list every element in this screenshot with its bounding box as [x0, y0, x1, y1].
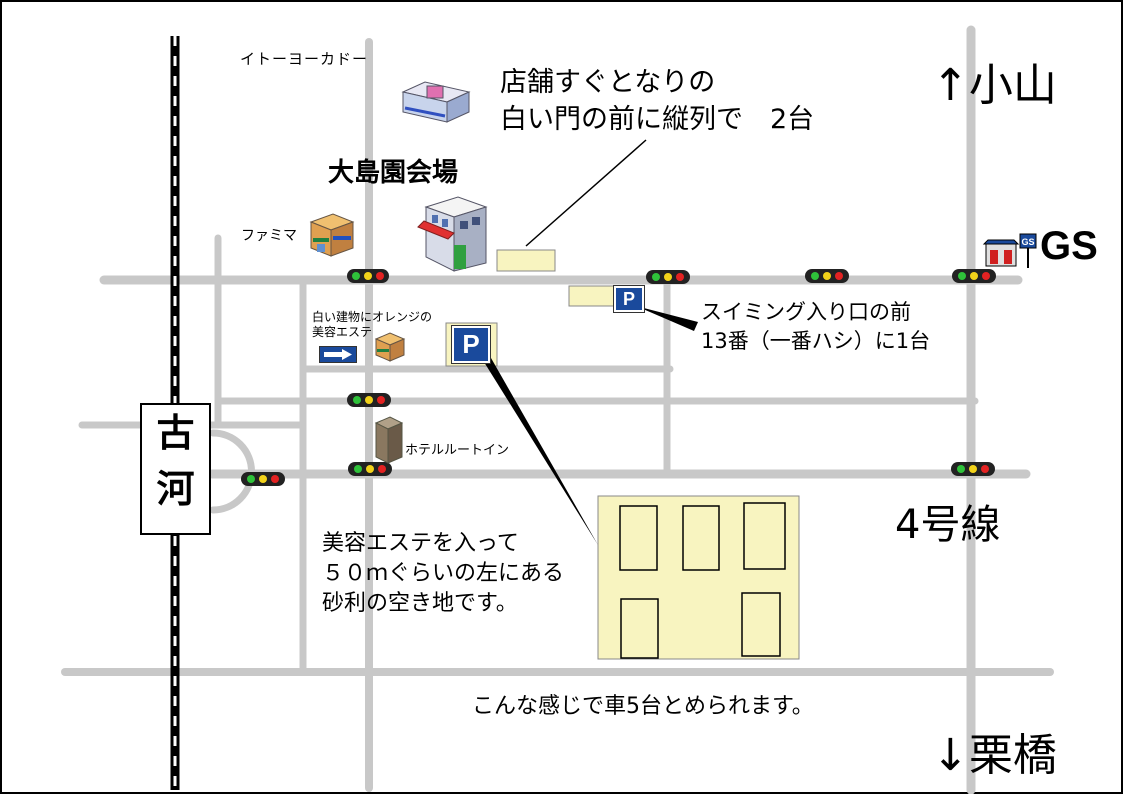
beauty-salon-label: 白い建物にオレンジの 美容エステ	[312, 310, 433, 339]
traffic-light-icon	[952, 269, 996, 283]
parking-area-venue	[496, 249, 556, 272]
venue-label: 大島園会場	[328, 158, 459, 188]
parking-sign-icon: P	[451, 325, 491, 364]
ito-yokado-building-icon	[401, 81, 471, 123]
pointer-lines	[484, 139, 698, 545]
gravel-lot-note: 美容エステを入って ５０ｍぐらいの左にある 砂利の空き地です。	[322, 531, 565, 616]
road-network	[61, 25, 1054, 794]
parking-sign-icon: P	[613, 285, 645, 313]
parking-car-slots	[619, 502, 786, 659]
traffic-light-icon	[646, 270, 690, 284]
pointer-swimming-note	[636, 306, 698, 331]
famima-store-icon	[309, 213, 355, 257]
car-slot-5	[741, 592, 781, 657]
right-arrow-icon	[319, 346, 357, 363]
car-slot-2	[682, 505, 720, 571]
parking-area-swimming	[568, 285, 615, 307]
gas-station-label: GS	[1040, 224, 1098, 268]
ito-yokado-label: イトーヨーカドー	[240, 50, 369, 68]
traffic-light-icon	[347, 393, 391, 407]
hotel-label: ホテルルートイン	[405, 443, 510, 458]
svg-text:GS: GS	[1021, 237, 1034, 247]
direction-kurihashi-label: ↓栗橋	[932, 730, 1057, 781]
venue-building-icon	[417, 196, 488, 272]
station-char-2: 河	[156, 467, 195, 511]
pointer-gravel-note	[484, 358, 598, 545]
capacity-note: こんな感じで車5台とめられます。	[472, 694, 814, 719]
pointer-venue-note	[525, 139, 647, 247]
station-loop-road	[209, 429, 255, 514]
gas-station-icon: GS	[982, 233, 1037, 268]
swimming-parking-note: スイミング入り口の前 13番（一番ハシ）に1台	[701, 300, 931, 353]
direction-oyama-label: ↑小山	[932, 60, 1057, 111]
traffic-light-icon	[347, 269, 389, 283]
famima-label: ファミマ	[241, 228, 297, 244]
venue-parking-note: 店舗すぐとなりの 白い門の前に縦列で 2台	[500, 67, 815, 135]
car-slot-1	[619, 505, 658, 571]
hotel-tower-icon	[374, 416, 404, 464]
traffic-light-icon	[805, 269, 849, 283]
parking-sign-label: P	[462, 329, 480, 359]
parking-sign-label: P	[622, 289, 635, 309]
traffic-light-icon	[348, 462, 392, 476]
koga-station-sign: 古 河	[140, 403, 211, 535]
car-slot-3	[743, 502, 786, 570]
parking-area-gravel-lot	[597, 495, 800, 660]
traffic-light-icon	[241, 472, 285, 486]
route4-label: 4号線	[895, 502, 1001, 548]
traffic-lights	[241, 269, 996, 486]
traffic-light-icon	[951, 462, 995, 476]
beauty-salon-icon	[374, 332, 406, 362]
station-char-1: 古	[156, 411, 195, 455]
car-slot-4	[620, 598, 659, 659]
